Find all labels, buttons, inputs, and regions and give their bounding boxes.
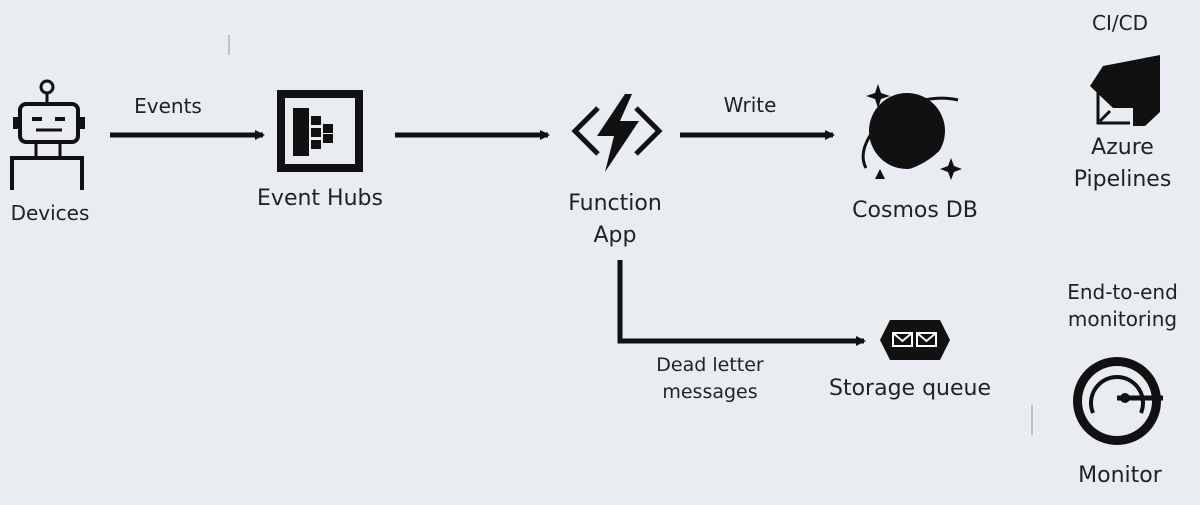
- event-hubs-label: Event Hubs: [257, 186, 383, 211]
- dead-letter-edge-label-line2: messages: [662, 381, 758, 403]
- storage-queue-label: Storage queue: [829, 376, 991, 401]
- azure-pipelines-label-line1: Azure: [1091, 135, 1154, 160]
- edge-function-app-to-storage-queue: [617, 260, 866, 346]
- azure-pipelines-label-line2: Pipelines: [1073, 167, 1172, 192]
- function-app-label-line2: App: [593, 223, 637, 248]
- function-app-icon: [571, 94, 663, 172]
- events-edge-label: Events: [134, 94, 202, 118]
- write-edge-label: Write: [723, 93, 777, 117]
- robot-icon: [10, 79, 85, 190]
- monitoring-heading-line1: End-to-end: [1067, 280, 1178, 304]
- azure-pipelines-icon: [1090, 55, 1160, 126]
- monitor-gauge-icon: [1073, 357, 1163, 445]
- cosmos-db-icon: [861, 84, 962, 180]
- cosmos-db-label: Cosmos DB: [852, 198, 978, 223]
- cicd-heading: CI/CD: [1092, 11, 1148, 35]
- monitoring-heading-line2: monitoring: [1067, 307, 1178, 331]
- devices-label: Devices: [10, 201, 90, 225]
- dead-letter-edge-label-line1: Dead letter: [656, 354, 764, 376]
- function-app-label-line1: Function: [568, 191, 662, 216]
- storage-queue-icon: [880, 320, 950, 360]
- monitor-label: Monitor: [1078, 463, 1162, 488]
- event-hubs-icon: [277, 90, 363, 172]
